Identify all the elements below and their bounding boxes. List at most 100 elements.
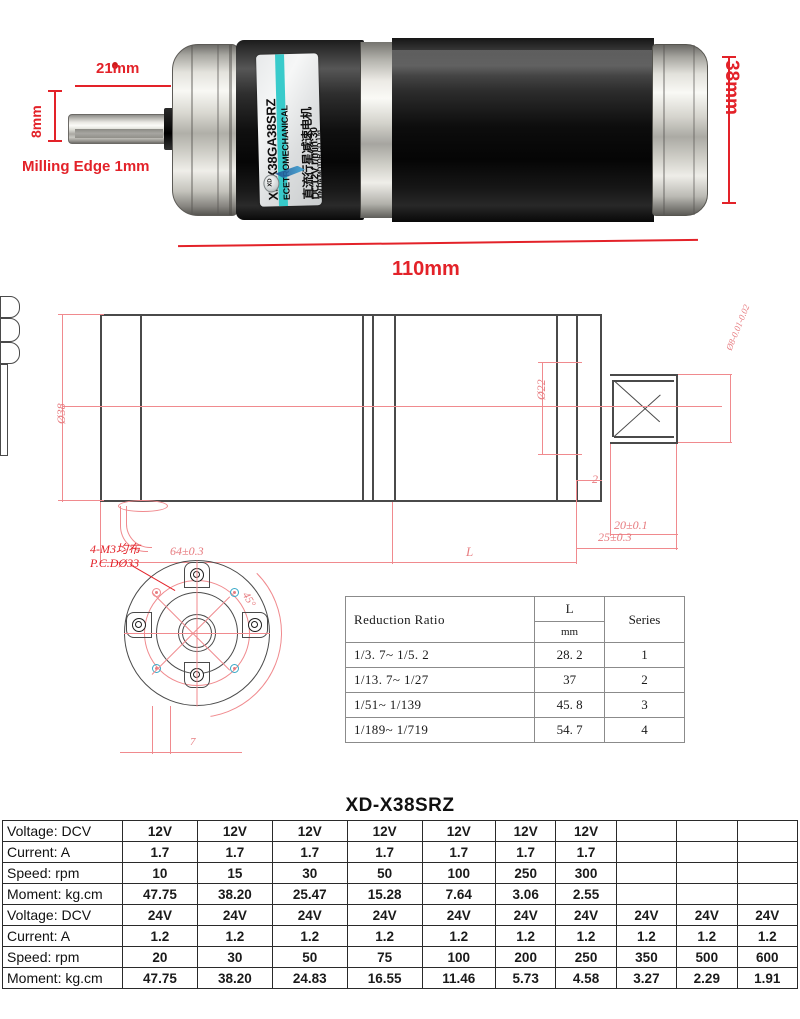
spec-cell-current-24v-0: 1.2: [122, 925, 198, 947]
xd-logo-text: XD: [267, 178, 274, 187]
spec-cell-current-12v-3: 1.7: [346, 841, 423, 863]
endview-dim-ext-right: [170, 706, 172, 754]
output-shaft: [68, 114, 168, 144]
spec-cell-voltage-12v-5: 12V: [494, 820, 557, 842]
spec-cell-moment-24v-1: 38.20: [196, 967, 273, 989]
sideview-divider-4: [394, 314, 396, 502]
spec-cell-moment-12v-4: 7.64: [421, 883, 497, 905]
spec-cell-speed-24v-0: 20: [122, 946, 198, 968]
pcd-pin-top-right-center: [232, 590, 236, 594]
spec-cell-speed-24v-6: 250: [555, 946, 617, 968]
sideview-right-line: [556, 314, 558, 502]
dim-ext-2: [576, 480, 578, 510]
spec-cell-voltage-12v-6: 12V: [555, 820, 617, 842]
motor-end-cap: [652, 44, 708, 216]
ratio-table-row: 1/51~ 1/139 45. 8 3: [344, 692, 686, 718]
dim-ext-d8-bottom: [678, 442, 732, 444]
endview-thread-note: 4-M3均布: [90, 542, 140, 556]
dim-tick-d22-top: [538, 362, 582, 364]
dim-line-25: [576, 548, 678, 550]
spec-cell-empty: [676, 883, 738, 905]
dim-ext-20-left: [610, 444, 612, 536]
spec-cell-moment-12v-5: 3.06: [494, 883, 557, 905]
body-gloss-highlight: [392, 50, 654, 76]
endview-dim-line: [120, 752, 242, 754]
dimension-tick-body-bottom: [722, 202, 736, 204]
spec-cell-voltage-12v-1: 12V: [196, 820, 273, 842]
motor-spec-label: XD-X38GA38SRZ ECETROMECHANICAL 直流行星减速电机 …: [256, 53, 322, 207]
spec-cell-empty: [615, 862, 678, 884]
dim-ext-25-left: [576, 502, 578, 550]
spec-cell-current-24v-1: 1.2: [196, 925, 273, 947]
sideview-divider-5: [576, 314, 578, 502]
spec-cell-voltage-24v-3: 24V: [346, 904, 423, 926]
spec-cell-moment-24v-5: 5.73: [494, 967, 557, 989]
spec-cell-speed-24v-9: 600: [736, 946, 798, 968]
flange-boss-2: [0, 318, 20, 342]
spec-cell-moment-24v-3: 16.55: [346, 967, 423, 989]
spec-cell-voltage-12v-0: 12V: [122, 820, 198, 842]
dimension-tick-shaft-bottom: [48, 140, 62, 142]
sideview-divider-2: [362, 314, 364, 502]
dimension-milling-edge: Milling Edge 1mm: [22, 158, 150, 175]
ratio-header-series: Series: [603, 596, 686, 643]
reduction-ratio-table: Reduction Ratio L Series mm 1/3. 7~ 1/5.…: [344, 596, 686, 743]
label-brand-text: ECETROMECHANICAL: [279, 105, 292, 201]
dim-tick-d38-bottom: [58, 500, 104, 502]
spec-cell-current-24v-6: 1.2: [555, 925, 617, 947]
spec-cell-current-12v-2: 1.7: [271, 841, 348, 863]
dim-text-body-length: 64±0.3: [170, 544, 204, 558]
engineering-drawing-section: Ø38 64±0.3 L Ø22 20±0.1 Ø8-0.01-0.02 2 2…: [0, 296, 800, 788]
spec-cell-speed-12v-1: 15: [196, 862, 273, 884]
product-photo-section: XD-X38GA38SRZ ECETROMECHANICAL 直流行星减速电机 …: [0, 0, 800, 290]
dim-line-64: [100, 562, 392, 564]
mounting-hole-left-inner: [134, 620, 142, 628]
dimension-shaft-diameter: 8mm: [28, 105, 44, 138]
sideview-bottom-line: [100, 500, 576, 502]
spec-cell-moment-24v-0: 47.75: [122, 967, 198, 989]
spec-cell-current-24v-5: 1.2: [494, 925, 557, 947]
dim-ext-d8-top: [678, 374, 732, 376]
spec-cell-current-12v-4: 1.7: [421, 841, 497, 863]
dimension-shaft-length: 21mm: [96, 60, 140, 77]
spec-cell-speed-24v-4: 100: [421, 946, 497, 968]
shaft-milling-flat: [75, 129, 163, 138]
dim-tick-d38-top: [58, 314, 104, 316]
spec-cell-voltage-12v-3: 12V: [346, 820, 423, 842]
dim-text-body-diameter: Ø38: [54, 403, 68, 424]
dim-text-flange-thickness: 2: [592, 472, 598, 486]
spec-cell-moment-12v-6: 2.55: [555, 883, 617, 905]
dimension-tick-body-top: [722, 56, 736, 58]
spec-cell-voltage-12v-2: 12V: [271, 820, 348, 842]
spec-cell-voltage-24v-1: 24V: [196, 904, 273, 926]
spec-cell-empty: [736, 841, 798, 863]
ratio-table-row: 1/3. 7~ 1/5. 2 28. 2 1: [344, 642, 686, 668]
spec-cell-speed-12v-2: 30: [271, 862, 348, 884]
ratio-value: 1/189~ 1/719: [344, 717, 536, 743]
dim-line-d8: [730, 374, 732, 443]
ratio-series-value: 2: [603, 667, 686, 693]
dim-ext-64-right: [392, 502, 394, 564]
spec-row-label-moment-12v: Moment: kg.cm: [2, 883, 123, 905]
dim-ext-64-left: [100, 502, 102, 564]
dim-line-20: [610, 534, 678, 536]
spec-cell-moment-12v-2: 25.47: [271, 883, 348, 905]
spec-cell-current-12v-0: 1.7: [122, 841, 198, 863]
dimension-total-length: 110mm: [392, 258, 460, 280]
spec-cell-voltage-24v-0: 24V: [122, 904, 198, 926]
spec-cell-moment-24v-2: 24.83: [271, 967, 348, 989]
dimension-tick-shaft-top: [48, 90, 62, 92]
flange-boss-left: [126, 612, 152, 638]
motor-product-image: XD-X38GA38SRZ ECETROMECHANICAL 直流行星减速电机 …: [68, 36, 708, 222]
endcap-red-marker: [112, 62, 118, 69]
spec-cell-speed-12v-0: 10: [122, 862, 198, 884]
ratio-l-value: 45. 8: [534, 692, 605, 718]
drawing-shaft-top: [610, 374, 678, 376]
sideview-divider-3: [372, 314, 374, 502]
ratio-header-mm: mm: [534, 621, 605, 643]
spec-cell-speed-24v-1: 30: [196, 946, 273, 968]
gearbox-ring-1: [191, 45, 193, 215]
